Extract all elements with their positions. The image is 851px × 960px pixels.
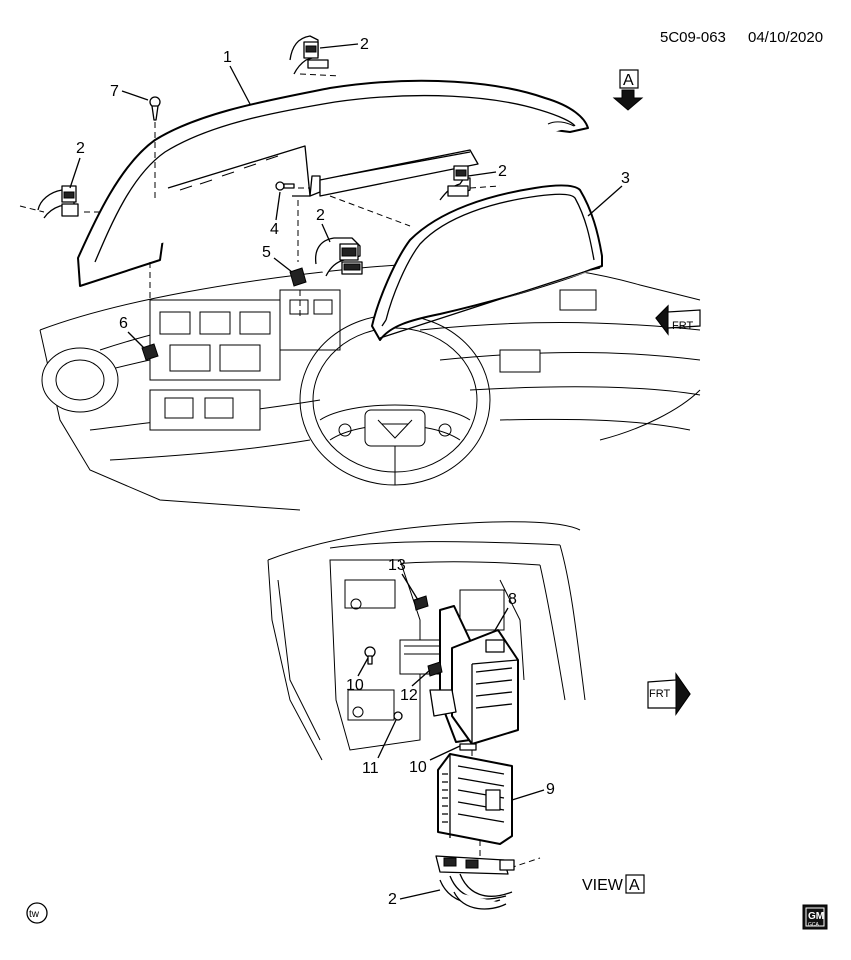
callout-2-lower: 2 bbox=[388, 891, 397, 908]
part-2-connector-left bbox=[19, 185, 79, 219]
part-2-connector-right bbox=[439, 165, 501, 201]
view-a-label: VIEW A bbox=[582, 874, 645, 894]
callout-12: 12 bbox=[400, 687, 418, 704]
callouts: 1 2 7 2 2 3 4 2 5 6 13 8 10 bbox=[69, 36, 630, 908]
callout-2-center: 2 bbox=[316, 207, 325, 224]
callout-3: 3 bbox=[621, 170, 630, 187]
part-2-harness-lower bbox=[435, 855, 515, 910]
callout-5: 5 bbox=[262, 244, 271, 261]
tw-badge-icon: tw bbox=[26, 902, 48, 924]
upper-alignment-lines bbox=[84, 122, 411, 340]
diagram-id: 5C09-063 bbox=[660, 29, 726, 46]
part-5-clip bbox=[289, 267, 307, 287]
callout-11: 11 bbox=[362, 760, 379, 777]
view-label-text: VIEW bbox=[582, 877, 624, 894]
front-arrow-lower: FRT bbox=[647, 672, 691, 716]
part-9-ecu bbox=[437, 753, 513, 845]
part-1-cluster-bezel bbox=[77, 79, 589, 287]
part-2-connector-top bbox=[289, 35, 341, 77]
gm-logo-text: GM bbox=[808, 911, 824, 922]
part-10-bolt-upper bbox=[364, 646, 376, 665]
callout-13: 13 bbox=[388, 557, 406, 574]
part-6-clip bbox=[141, 343, 159, 361]
view-a-box-bottom bbox=[625, 874, 645, 894]
tw-badge-text: tw bbox=[29, 909, 40, 920]
callout-2-right: 2 bbox=[498, 163, 507, 180]
callout-2-left: 2 bbox=[76, 140, 85, 157]
callout-4: 4 bbox=[270, 221, 279, 238]
callout-10-upper: 10 bbox=[346, 677, 364, 694]
front-label-upper: FRT bbox=[672, 320, 693, 332]
header: 5C09-063 04/10/2020 bbox=[660, 29, 823, 46]
front-label-lower: FRT bbox=[649, 688, 670, 700]
callout-8: 8 bbox=[508, 591, 517, 608]
callout-6: 6 bbox=[119, 315, 128, 332]
view-a-box bbox=[619, 69, 639, 89]
gm-logo-subtext: GCA bbox=[808, 922, 820, 928]
callout-7: 7 bbox=[110, 83, 119, 100]
view-a-letter: A bbox=[623, 72, 634, 89]
callout-9: 9 bbox=[546, 781, 555, 798]
callout-10-lower: 10 bbox=[409, 759, 427, 776]
view-a-letter-bottom: A bbox=[629, 877, 640, 894]
gm-logo-icon: GM GCA bbox=[802, 904, 828, 930]
lower-dash-background bbox=[267, 521, 586, 761]
part-8-module bbox=[393, 605, 519, 751]
front-arrow-upper: FRT bbox=[655, 304, 701, 336]
callout-1: 1 bbox=[223, 49, 232, 66]
part-7-screw bbox=[149, 96, 161, 121]
part-2-connector-center bbox=[314, 237, 363, 277]
callout-2-top: 2 bbox=[360, 36, 369, 53]
down-arrow-icon bbox=[612, 89, 644, 111]
view-a-marker: A bbox=[612, 69, 644, 111]
diagram-date: 04/10/2020 bbox=[748, 29, 823, 46]
dashboard-background bbox=[39, 262, 701, 511]
part-3-display-bezel bbox=[371, 184, 603, 341]
